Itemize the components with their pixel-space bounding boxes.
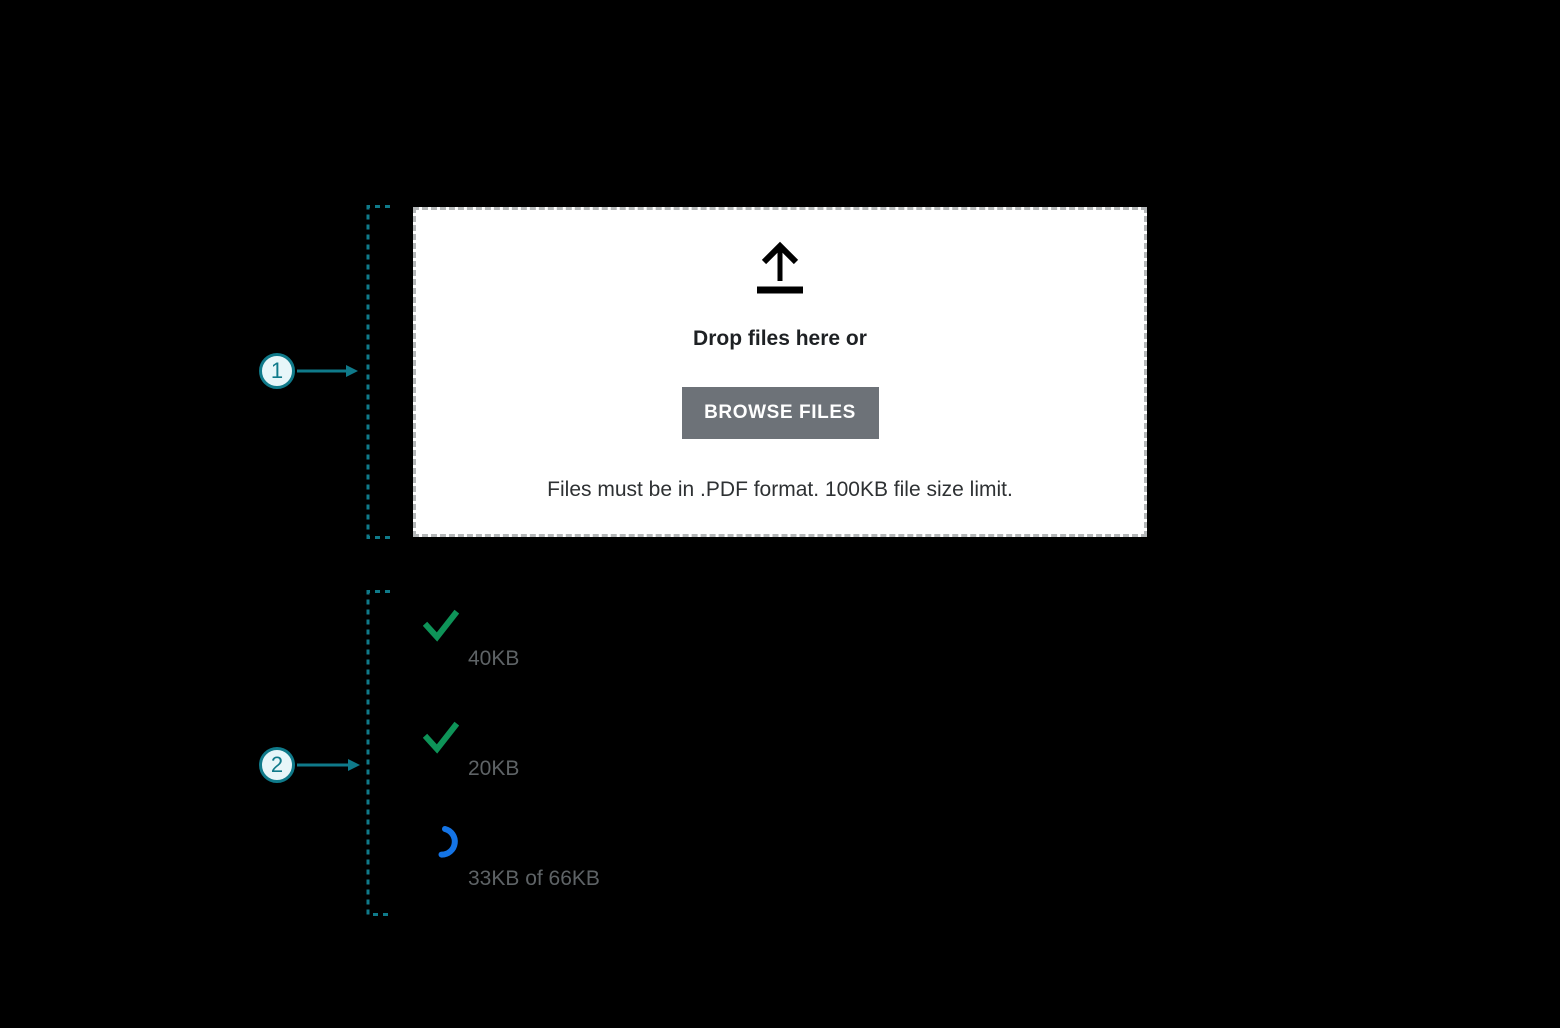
file-size-label: 40KB [468, 647, 520, 670]
file-list-section-bracket [366, 590, 390, 916]
dropzone-title: Drop files here or [693, 327, 867, 350]
callout-2-number: 2 [270, 752, 284, 777]
file-size-label: 20KB [468, 757, 520, 780]
callout-2-arrow-icon [297, 759, 360, 771]
file-size-label: 33KB of 66KB [468, 867, 600, 890]
upload-icon [757, 241, 803, 294]
check-icon [423, 721, 459, 754]
dropzone-section-bracket [366, 205, 390, 539]
callout-1-number: 1 [270, 358, 284, 383]
check-icon [423, 609, 459, 642]
callout-1-badge: 1 [259, 353, 295, 389]
file-drop-zone[interactable]: Drop files here or BROWSE FILES Files mu… [413, 207, 1147, 537]
dropzone-helper-text: Files must be in .PDF format. 100KB file… [547, 478, 1013, 501]
browse-files-button[interactable]: BROWSE FILES [681, 387, 879, 439]
progress-spinner-icon [438, 826, 458, 858]
callout-2-badge: 2 [259, 747, 295, 783]
callout-1-arrow-icon [297, 365, 358, 377]
